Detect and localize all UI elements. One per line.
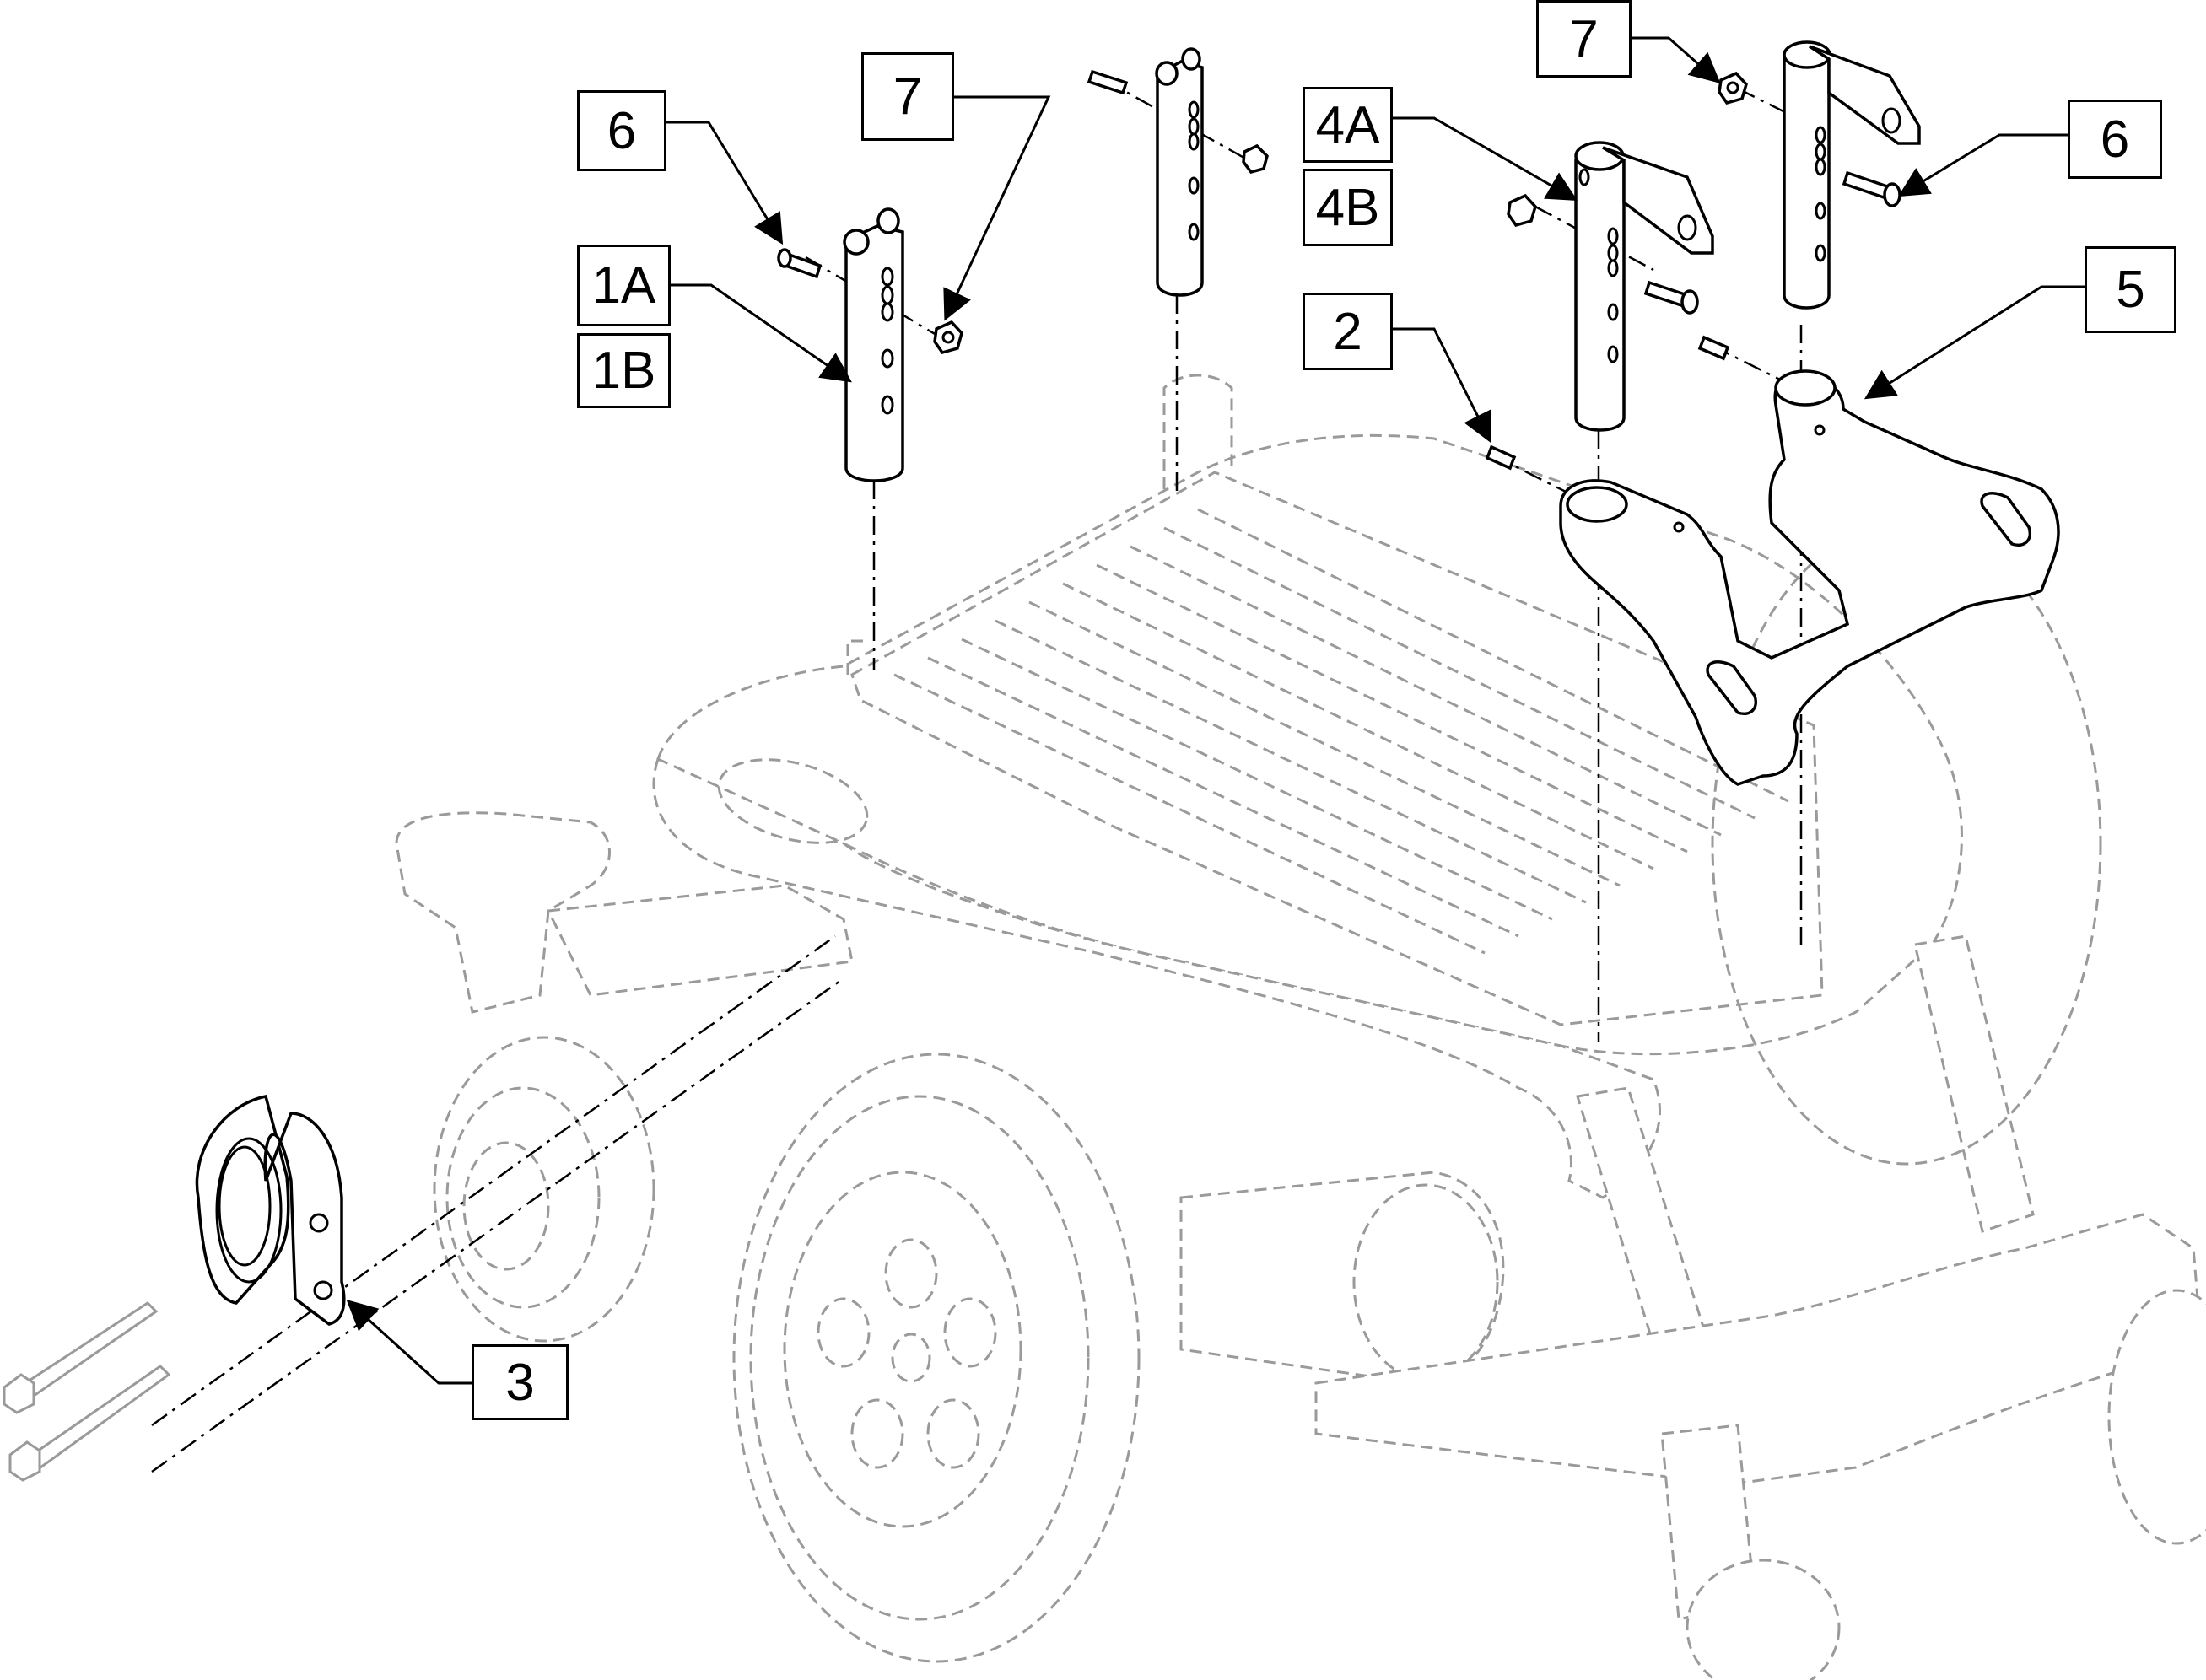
seat-mount-bracket-5 <box>1559 369 2060 786</box>
callout-7-right: 7 <box>1536 0 1632 78</box>
nut-7-right <box>1718 71 1748 105</box>
callout-1a: 1A <box>577 245 671 326</box>
callout-label: 7 <box>893 67 923 126</box>
left-caster-arm <box>395 811 611 1014</box>
callout-4b: 4B <box>1303 169 1393 246</box>
rear-caster-wheel <box>1686 1559 1841 1680</box>
hex-bolts <box>3 1301 171 1482</box>
set-screw-right <box>1697 335 1730 361</box>
screw-4 <box>1643 280 1699 315</box>
mount-bracket-3 <box>195 1094 346 1326</box>
callout-label: 4A <box>1315 95 1380 154</box>
callout-label: 7 <box>1569 9 1599 68</box>
callout-label: 2 <box>1333 302 1362 361</box>
battery-ribs <box>893 508 1789 955</box>
callout-6-right: 6 <box>2068 100 2162 179</box>
callout-label: 1A <box>591 256 656 315</box>
seat-post-rear-right <box>1783 40 1921 310</box>
nut-4-left <box>1507 193 1537 228</box>
left-suspension-arm <box>546 884 854 997</box>
front-shroud <box>652 757 1661 1199</box>
seat-post-rear-left <box>1155 47 1204 297</box>
callout-label: 6 <box>607 101 637 160</box>
callout-4a: 4A <box>1303 87 1393 163</box>
callout-label: 3 <box>505 1353 535 1412</box>
nut-7-left <box>933 320 963 355</box>
screw-6-left <box>777 248 823 279</box>
seat-post-1a <box>843 207 904 482</box>
drive-wheel <box>732 1053 1141 1663</box>
callout-2: 2 <box>1303 293 1393 370</box>
right-rear-caster-wheel <box>2107 1289 2206 1545</box>
callout-label: 6 <box>2100 110 2130 169</box>
nut-rear-left <box>1242 143 1269 174</box>
callout-label: 5 <box>2116 261 2145 319</box>
callout-7-left: 7 <box>861 52 954 141</box>
seat-post-4a <box>1574 141 1714 432</box>
callout-5: 5 <box>2085 246 2176 333</box>
battery-tray <box>850 471 1824 1026</box>
callout-label: 4B <box>1315 178 1380 237</box>
set-screw-2 <box>1485 444 1517 471</box>
rear-shock-absorber <box>1913 934 2035 1233</box>
callout-6-left: 6 <box>577 90 666 171</box>
leader-lines <box>346 36 2085 1385</box>
screw-rear-left <box>1087 69 1129 95</box>
callout-1b: 1B <box>577 333 671 408</box>
callout-label: 1B <box>591 342 656 400</box>
callout-3: 3 <box>472 1344 569 1420</box>
front-light <box>717 758 869 844</box>
